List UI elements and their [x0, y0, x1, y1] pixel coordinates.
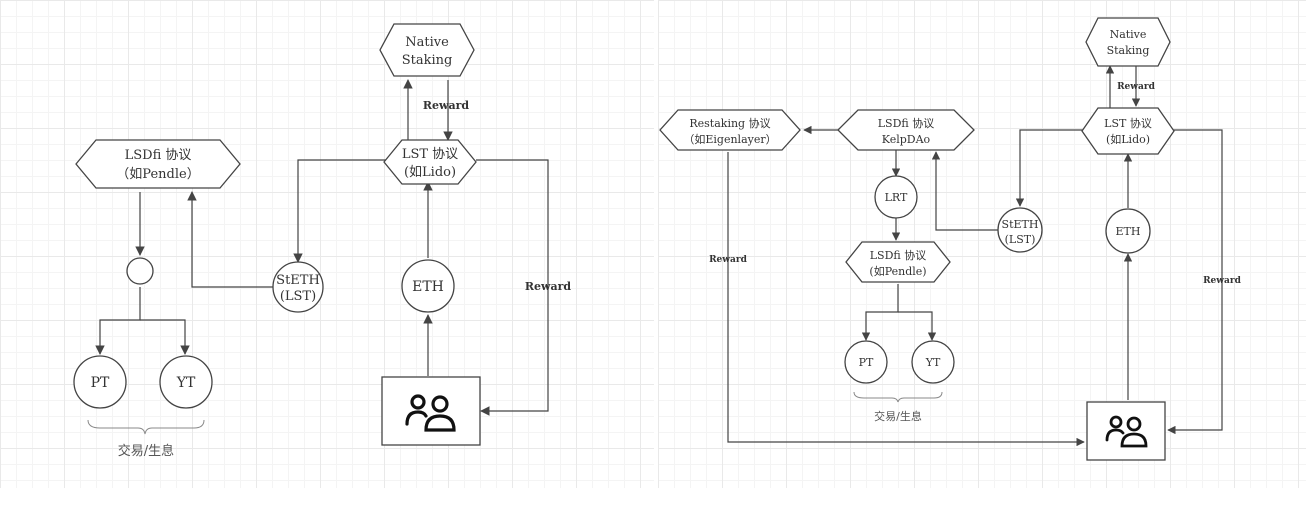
reward-label-right: Reward	[1203, 276, 1242, 286]
split-node	[126, 257, 154, 285]
lst-label-1: LST 协议	[1104, 116, 1152, 130]
edge-lst-reward-to-users	[476, 159, 549, 416]
pt-node: PT	[73, 355, 127, 409]
lsdfi-label-1: LSDfi 协议	[125, 148, 192, 163]
yt-label: YT	[176, 375, 196, 391]
eth-label: ETH	[412, 279, 444, 295]
trade-label: 交易/生息	[874, 409, 922, 423]
kelp-label-1: LSDfi 协议	[878, 116, 935, 130]
trade-brace	[853, 391, 943, 403]
native-staking-label-1: Native	[1110, 28, 1147, 41]
users-icon	[405, 394, 456, 432]
lsdfi-pendle-node: LSDfi 协议 (如Pendle)	[845, 241, 951, 283]
edge-pendle-to-pt	[861, 284, 899, 341]
pt-node: PT	[844, 340, 888, 384]
lrt-node: LRT	[874, 175, 918, 219]
lsdfi-kelp-node: LSDfi 协议 KelpDAo	[837, 109, 975, 151]
lst-node: LST 协议 (如Lido)	[383, 139, 477, 185]
steth-node: StETH (LST)	[272, 261, 324, 313]
diagram-panel-left: Reward Reward Native Staking LST 协议 (如Li…	[0, 0, 654, 488]
native-staking-label-2: Staking	[402, 53, 453, 68]
eth-label: ETH	[1116, 225, 1141, 238]
eth-node: ETH	[1105, 208, 1151, 254]
reward-label-top: Reward	[423, 99, 470, 112]
native-staking-label-1: Native	[405, 35, 449, 50]
yt-label: YT	[925, 356, 941, 369]
trade-brace	[87, 419, 205, 435]
grid-background	[658, 0, 1306, 488]
reward-label-right: Reward	[525, 280, 572, 293]
lsdfi-label-2: （如Pendle）	[116, 166, 199, 182]
edge-steth-to-kelp	[931, 151, 998, 231]
lst-label-2: (如Lido)	[404, 164, 456, 180]
restaking-label-2: （如Eigenlayer）	[683, 132, 776, 146]
pendle-label-1: LSDfi 协议	[870, 248, 927, 262]
pendle-label-2: (如Pendle)	[869, 264, 926, 278]
steth-label-2: (LST)	[1005, 233, 1036, 246]
edge-split-to-pt	[95, 287, 141, 355]
left-diagram: Reward Reward Native Staking LST 协议 (如Li…	[73, 23, 572, 459]
kelp-label-2: KelpDAo	[882, 133, 931, 146]
diagram-panel-right: Reward Reward Reward Native Staking LST …	[658, 0, 1306, 488]
left-edges	[95, 79, 549, 416]
edge-lst-to-steth	[293, 159, 388, 263]
restaking-label-1: Restaking 协议	[689, 116, 770, 130]
steth-node: StETH (LST)	[997, 207, 1043, 253]
edge-steth-to-lsdfi	[187, 191, 274, 288]
trade-label: 交易/生息	[118, 443, 174, 459]
reward-label-left: Reward	[709, 255, 748, 265]
steth-label-2: (LST)	[280, 289, 316, 304]
native-staking-node: Native Staking	[379, 23, 475, 77]
restaking-node: Restaking 协议 （如Eigenlayer）	[659, 109, 801, 151]
lst-label-1: LST 协议	[402, 147, 458, 162]
right-diagram: Reward Reward Reward Native Staking LST …	[659, 17, 1242, 461]
pt-label: PT	[859, 356, 874, 369]
lst-label-2: (如Lido)	[1106, 132, 1150, 146]
reward-label-top: Reward	[1117, 82, 1156, 92]
yt-node: YT	[911, 340, 955, 384]
edge-pendle-to-yt	[898, 311, 937, 341]
users-node	[381, 376, 481, 446]
steth-label-1: StETH	[276, 273, 320, 288]
right-edges	[727, 65, 1223, 447]
edge-lst-reward-to-users	[1167, 129, 1223, 435]
edge-restaking-reward-to-users	[727, 152, 1085, 447]
steth-label-1: StETH	[1002, 218, 1039, 231]
edge-lst-to-steth	[1015, 129, 1086, 207]
users-node	[1086, 401, 1166, 461]
lrt-label: LRT	[885, 191, 908, 204]
native-staking-label-2: Staking	[1107, 44, 1150, 57]
edge-split-to-yt	[140, 319, 190, 355]
native-staking-node: Native Staking	[1085, 17, 1171, 67]
eth-node: ETH	[401, 259, 455, 313]
users-icon	[1105, 415, 1148, 448]
yt-node: YT	[159, 355, 213, 409]
lst-node: LST 协议 (如Lido)	[1081, 107, 1175, 155]
pt-label: PT	[91, 375, 110, 391]
lsdfi-node: LSDfi 协议 （如Pendle）	[75, 139, 241, 189]
